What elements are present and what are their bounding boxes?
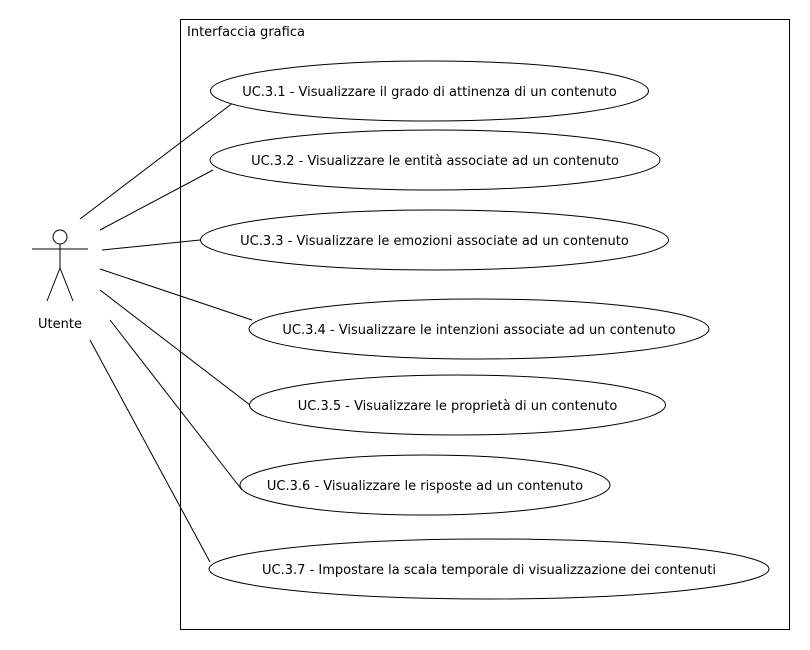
stick-figure-actor-icon <box>32 229 88 302</box>
actor-utente[interactable]: Utente <box>32 229 88 332</box>
use-case-label: UC.3.4 - Visualizzare le intenzioni asso… <box>282 323 675 338</box>
use-case-label: UC.3.1 - Visualizzare il grado di attine… <box>242 85 617 100</box>
use-case-uc-3-5[interactable]: UC.3.5 - Visualizzare le proprietà di un… <box>249 374 666 436</box>
use-case-label: UC.3.7 - Impostare la scala temporale di… <box>262 563 716 578</box>
association-line <box>109 319 243 491</box>
use-case-ellipse <box>208 538 770 600</box>
association-line <box>99 169 214 231</box>
association-line <box>99 268 253 321</box>
use-case-ellipse <box>249 374 666 436</box>
use-case-label: UC.3.5 - Visualizzare le proprietà di un… <box>298 399 618 414</box>
use-case-label: UC.3.2 - Visualizzare le entità associat… <box>251 154 619 169</box>
associations <box>79 98 253 563</box>
use-case-uc-3-2[interactable]: UC.3.2 - Visualizzare le entità associat… <box>209 129 661 191</box>
system-title: Interfaccia grafica <box>187 25 305 40</box>
use-case-ellipse <box>210 60 649 122</box>
use-case-label: UC.3.6 - Visualizzare le risposte ad un … <box>267 479 583 494</box>
use-case-uc-3-6[interactable]: UC.3.6 - Visualizzare le risposte ad un … <box>239 454 611 516</box>
use-case-uc-3-7[interactable]: UC.3.7 - Impostare la scala temporale di… <box>208 538 770 600</box>
use-case-ellipse <box>239 454 611 516</box>
use-case-ellipse <box>209 129 661 191</box>
actor-name: Utente <box>38 317 82 332</box>
association-line <box>99 289 251 406</box>
use-case-uc-3-4[interactable]: UC.3.4 - Visualizzare le intenzioni asso… <box>248 298 710 360</box>
association-line <box>89 339 211 563</box>
use-case-uc-3-1[interactable]: UC.3.1 - Visualizzare il grado di attine… <box>210 60 649 122</box>
use-case-ellipse <box>200 209 669 271</box>
association-line <box>79 98 239 220</box>
association-line <box>101 239 201 251</box>
use-case-label: UC.3.3 - Visualizzare le emozioni associ… <box>240 234 629 249</box>
use-case-ellipse <box>248 298 710 360</box>
use-case-uc-3-3[interactable]: UC.3.3 - Visualizzare le emozioni associ… <box>200 209 669 271</box>
